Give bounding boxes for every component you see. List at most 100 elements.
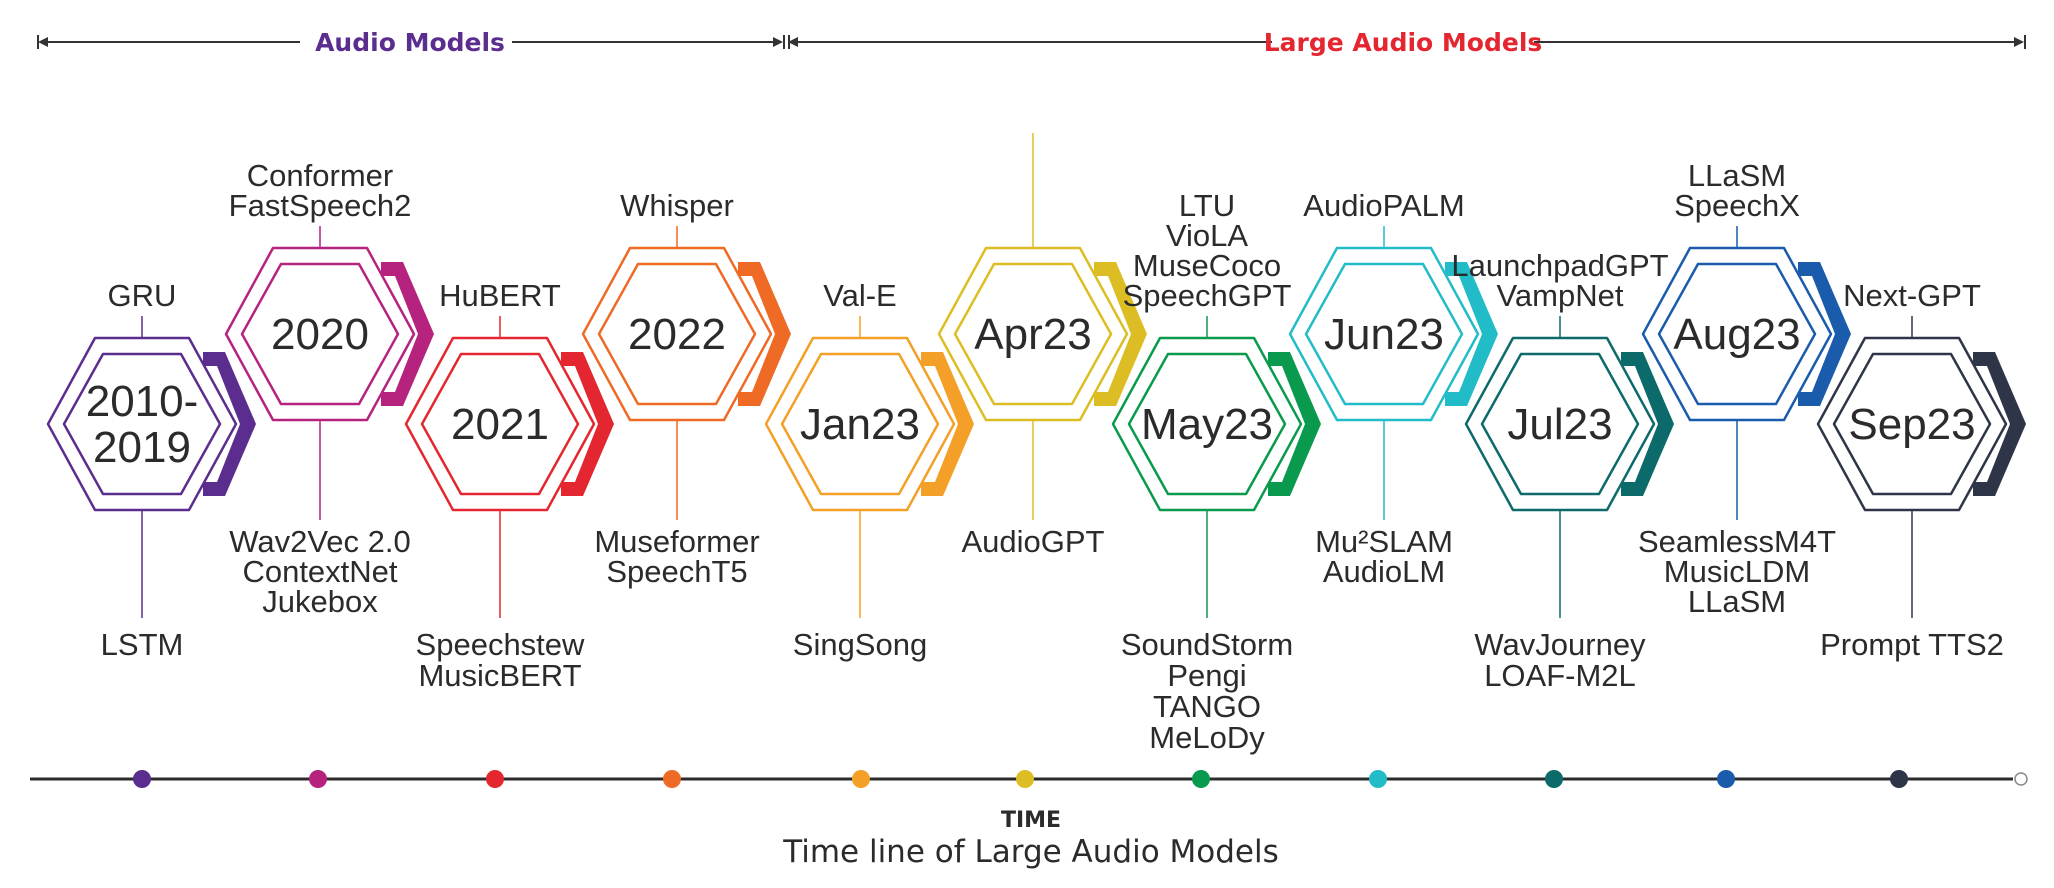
- period-may23: May23LTUVioLAMuseCocoSpeechGPTSoundStorm…: [1111, 188, 1321, 755]
- period-label-jun23: Jun23: [1324, 310, 1444, 359]
- period-label-2010-2019: 2019: [93, 423, 191, 472]
- period-hex-inner-jul23: [1480, 352, 1640, 496]
- model-label: LaunchpadGPT: [1451, 248, 1668, 283]
- model-label: SingSong: [793, 627, 927, 662]
- period-chevron-jul23: [1621, 352, 1674, 496]
- period-label-apr23: Apr23: [974, 310, 1091, 359]
- model-label: SeamlessM4T: [1638, 524, 1836, 559]
- model-label: VampNet: [1497, 278, 1624, 313]
- period-group: 2010-2019 GRU LSTM 2020 ConformerFastSpeech2…: [46, 133, 2026, 755]
- period-hex-inner-jan23: [780, 352, 940, 496]
- period-chevron-2020: [381, 262, 434, 406]
- model-label: Prompt TTS2: [1820, 627, 2004, 662]
- period-hex-inner-2021: [420, 352, 580, 496]
- period-label-sep23: Sep23: [1848, 400, 1975, 449]
- period-chevron-2021: [561, 352, 614, 496]
- diagram-caption: Time line of Large Audio Models: [782, 834, 1279, 870]
- period-chevron-2022: [738, 262, 791, 406]
- period-hex-inner-aug23: [1657, 262, 1817, 406]
- model-label: ContextNet: [242, 554, 397, 589]
- audio-models-title-bg: [300, 24, 512, 60]
- model-label: WavJourney: [1474, 627, 1646, 662]
- model-label: LLaSM: [1688, 158, 1786, 193]
- model-label: Wav2Vec 2.0: [229, 524, 411, 559]
- model-label: MuseCoco: [1133, 248, 1281, 283]
- period-hex-inner-2010-2019: [62, 352, 222, 496]
- period-label-aug23: Aug23: [1673, 310, 1800, 359]
- model-label: FastSpeech2: [229, 188, 412, 223]
- period-hex-inner-may23: [1127, 352, 1287, 496]
- period-label-may23: May23: [1141, 400, 1273, 449]
- period-chevron-may23: [1268, 352, 1321, 496]
- model-label: MusicLDM: [1664, 554, 1810, 589]
- model-label: MusicBERT: [418, 658, 581, 693]
- time-dot-jun23: [1369, 770, 1387, 788]
- model-label: LSTM: [101, 627, 184, 662]
- model-label: Next-GPT: [1843, 278, 1981, 313]
- period-label-2021: 2021: [451, 400, 549, 449]
- time-dot-2021: [486, 770, 504, 788]
- large-audio-models-arrow-left-head: [788, 37, 798, 47]
- model-label: Val-E: [823, 278, 897, 313]
- time-dot-aug23: [1717, 770, 1735, 788]
- period-hex-inner-sep23: [1832, 352, 1992, 496]
- period-chevron-aug23: [1798, 262, 1851, 406]
- time-dot-sep23: [1890, 770, 1908, 788]
- model-label: Mu²SLAM: [1315, 524, 1453, 559]
- time-dot-jan23: [852, 770, 870, 788]
- period-label-2022: 2022: [628, 310, 726, 359]
- period-chevron-apr23: [1094, 262, 1147, 406]
- period-label-jan23: Jan23: [800, 400, 920, 449]
- period-hex-inner-jun23: [1304, 262, 1464, 406]
- period-chevron-2010-2019: [203, 352, 256, 496]
- model-label: Museformer: [594, 524, 759, 559]
- model-label: SpeechGPT: [1123, 278, 1292, 313]
- period-label-jul23: Jul23: [1507, 400, 1612, 449]
- audio-models-arrow-right-head: [773, 37, 783, 47]
- header-audio-models: Audio Models: [37, 24, 785, 60]
- model-label: SpeechX: [1674, 188, 1800, 223]
- period-hex-inner-2020: [240, 262, 400, 406]
- audio-models-arrow-left-head: [38, 37, 48, 47]
- period-hex-inner-apr23: [953, 262, 1113, 406]
- model-label: HuBERT: [439, 278, 561, 313]
- time-axis-dots: [133, 770, 1908, 788]
- period-jan23: Jan23 Val-E SingSong: [764, 278, 974, 662]
- header-large-audio-models: Large Audio Models: [788, 24, 2026, 60]
- model-label: Conformer: [247, 158, 393, 193]
- audio-models-title: Audio Models: [315, 28, 505, 57]
- time-dot-apr23: [1016, 770, 1034, 788]
- time-axis-label: TIME: [1001, 808, 1061, 833]
- large-audio-models-title: Large Audio Models: [1264, 28, 1543, 57]
- model-label: GRU: [108, 278, 177, 313]
- model-label: VioLA: [1166, 218, 1248, 253]
- model-label: Jukebox: [262, 584, 378, 619]
- large-audio-models-arrow-right-head: [2014, 37, 2024, 47]
- model-label: AudioGPT: [961, 524, 1104, 559]
- period-chevron-jun23: [1445, 262, 1498, 406]
- period-sep23: Sep23 Next-GPT Prompt TTS2: [1816, 278, 2026, 662]
- model-label: MeLoDy: [1149, 720, 1265, 755]
- period-hex-inner-2022: [597, 262, 757, 406]
- model-label: Whisper: [620, 188, 734, 223]
- period-label-2020: 2020: [271, 310, 369, 359]
- model-label: LOAF-M2L: [1484, 658, 1636, 693]
- model-label: Speechstew: [416, 627, 585, 662]
- model-label: AudioLM: [1323, 554, 1445, 589]
- period-chevron-sep23: [1973, 352, 2026, 496]
- model-label: LTU: [1179, 188, 1235, 223]
- period-jul23: Jul23 LaunchpadGPTVampNetWavJourneyLOAF-M…: [1451, 248, 1674, 693]
- time-axis-end-marker: [2014, 772, 2028, 786]
- period-label-2010-2019: 2010-: [86, 377, 199, 426]
- model-label: TANGO: [1153, 689, 1261, 724]
- model-label: SpeechT5: [606, 554, 747, 589]
- time-dot-2010-2019: [133, 770, 151, 788]
- time-dot-jul23: [1545, 770, 1563, 788]
- model-label: Pengi: [1167, 658, 1246, 693]
- time-dot-may23: [1192, 770, 1210, 788]
